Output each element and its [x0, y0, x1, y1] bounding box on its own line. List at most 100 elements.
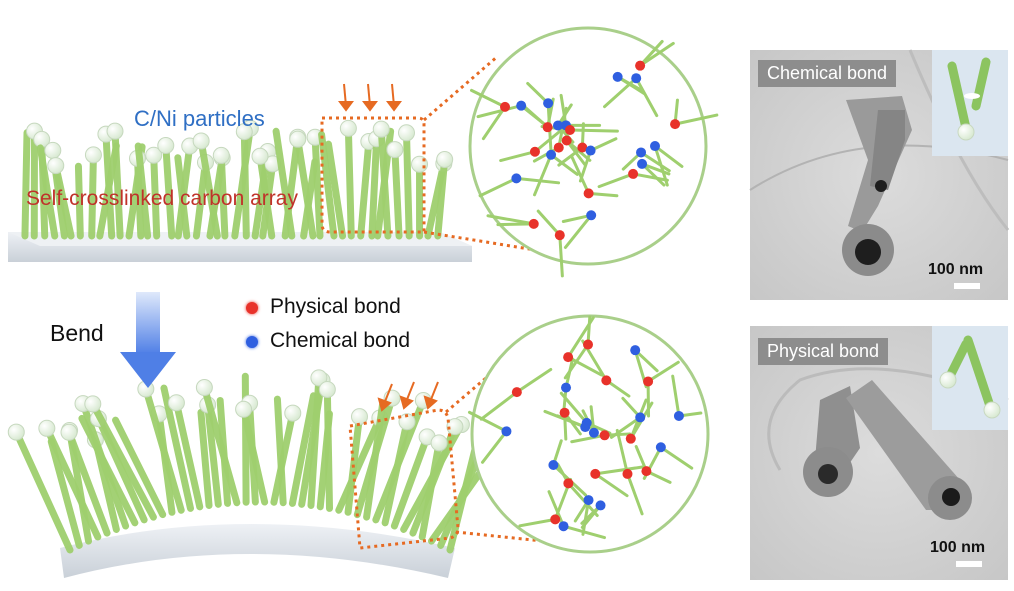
chemical-bond-dot	[561, 383, 571, 393]
chemical-bond-dot	[586, 146, 596, 156]
tem-bottom-scale-label: 100 nm	[930, 540, 985, 556]
physical-bond-dot	[626, 434, 636, 444]
physical-bond-dot	[635, 61, 645, 71]
particle	[387, 142, 403, 158]
physical-bond-dot	[529, 219, 539, 229]
legend-physical-label: Physical bond	[270, 296, 401, 317]
particle	[45, 142, 61, 158]
chemical-bond-dot	[543, 98, 553, 108]
network-fiber	[570, 130, 617, 131]
particle	[399, 125, 415, 141]
physical-bond-dot	[555, 230, 565, 240]
physical-bond-dot	[550, 514, 560, 524]
legend-physical-dot	[246, 302, 258, 314]
particle	[85, 396, 101, 412]
chemical-bond-dot	[596, 500, 606, 510]
chemical-bond-dot	[559, 521, 569, 531]
physical-bond-dot	[500, 102, 510, 112]
physical-bond-dot	[563, 478, 573, 488]
fiber	[244, 132, 246, 236]
particle	[39, 420, 55, 436]
physical-bond-dot	[560, 408, 570, 418]
bent-substrate	[60, 524, 455, 578]
fiber	[315, 137, 320, 236]
particle	[168, 395, 184, 411]
tem-top-scale-bar	[954, 283, 980, 289]
zoom-circle-bottom	[469, 316, 708, 552]
particle	[373, 121, 389, 137]
particle	[290, 131, 306, 147]
physical-bond-dot	[622, 469, 632, 479]
particle	[48, 158, 64, 174]
fiber	[407, 133, 410, 236]
physical-bond-dot	[583, 340, 593, 350]
physical-bond-dot	[554, 143, 564, 153]
particle	[158, 138, 174, 154]
physical-bond-dot	[512, 387, 522, 397]
tem-top-tag: Chemical bond	[758, 60, 896, 87]
physical-bond-dot	[563, 352, 573, 362]
tem-bottom-tag: Physical bond	[758, 338, 888, 365]
physical-bond-dot	[601, 375, 611, 385]
particles-label: C/Ni particles	[134, 108, 265, 130]
chemical-bond-dot	[656, 442, 666, 452]
chemical-bond-dot	[516, 101, 526, 111]
tem-bottom-scale-bar	[956, 561, 982, 567]
physical-bond-dot	[590, 469, 600, 479]
particle	[61, 424, 77, 440]
chemical-bond-dot	[582, 418, 592, 428]
chemical-bond-dot	[674, 411, 684, 421]
chemical-bond-dot	[635, 412, 645, 422]
chemical-bond-dot	[631, 73, 641, 83]
particle	[319, 381, 335, 397]
fiber	[361, 142, 369, 236]
physical-bond-dot	[584, 188, 594, 198]
press-arrows-top	[340, 84, 400, 110]
fiber	[372, 139, 377, 236]
particle	[437, 151, 453, 167]
bend-arrow	[120, 292, 176, 388]
fiber	[245, 376, 246, 502]
physical-bond-dot	[670, 119, 680, 129]
physical-bond-dot	[643, 376, 653, 386]
particle	[213, 147, 229, 163]
particle	[107, 123, 123, 139]
particle	[252, 148, 268, 164]
legend-chemical-dot	[246, 336, 258, 348]
physical-bond-dot	[562, 135, 572, 145]
chemical-bond-dot	[511, 173, 521, 183]
particle	[193, 133, 209, 149]
physical-bond-dot	[600, 430, 610, 440]
chemical-bond-dot	[636, 147, 646, 157]
physical-bond-dot	[530, 147, 540, 157]
fiber	[327, 389, 329, 508]
particle	[285, 405, 301, 421]
particle	[85, 147, 101, 163]
fiber	[395, 150, 399, 236]
physical-bond-dot	[628, 169, 638, 179]
fiber	[348, 128, 351, 236]
chemical-bond-dot	[501, 426, 511, 436]
particle	[340, 120, 356, 136]
particle	[236, 401, 252, 417]
chemical-bond-dot	[548, 460, 558, 470]
chemical-bond-dot	[586, 210, 596, 220]
chemical-bond-dot	[589, 428, 599, 438]
fiber	[106, 134, 112, 236]
chemical-bond-dot	[584, 495, 594, 505]
chemical-bond-dot	[650, 141, 660, 151]
physical-bond-dot	[543, 122, 553, 132]
chemical-bond-dot	[553, 120, 563, 130]
carbon-array-label: Self-crosslinked carbon array	[26, 188, 298, 209]
tem-top-scale-label: 100 nm	[928, 262, 983, 278]
legend-chemical-label: Chemical bond	[270, 330, 410, 351]
zoom-circle-top	[470, 28, 717, 276]
particle	[431, 435, 447, 451]
bend-label: Bend	[50, 322, 104, 345]
particle	[8, 424, 24, 440]
physical-bond-dot	[565, 125, 575, 135]
fiber	[25, 133, 27, 236]
chemical-bond-dot	[630, 345, 640, 355]
